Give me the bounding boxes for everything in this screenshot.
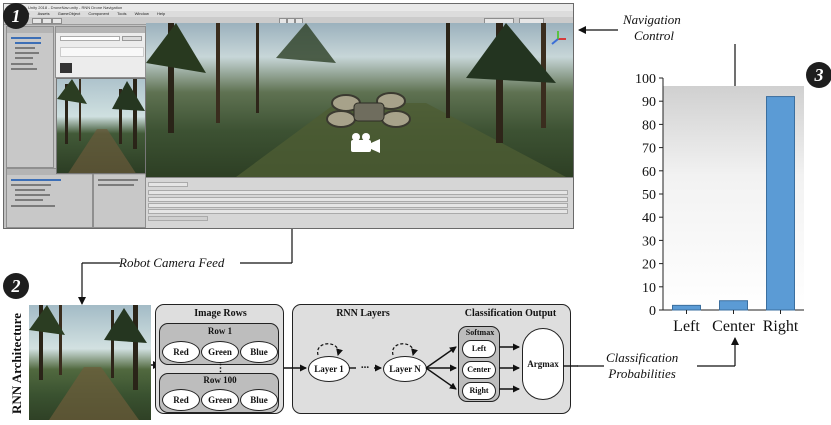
asset-search-input[interactable]	[60, 36, 120, 41]
y-tick-label: 80	[642, 118, 656, 133]
robot-camera-frame	[29, 305, 151, 420]
hand-tool-button[interactable]	[32, 18, 42, 24]
download-button[interactable]	[122, 36, 142, 41]
asset-thumbnail	[60, 63, 72, 73]
softmax-center-node: Center	[462, 361, 496, 379]
rnn-layers-title: RNN Layers	[336, 308, 390, 319]
scale-row	[148, 209, 568, 214]
quadcopter-drone	[326, 92, 411, 128]
inspector-panel	[146, 177, 573, 228]
badge-3: 3	[806, 62, 831, 88]
y-tick-label: 40	[642, 211, 656, 226]
y-tick-label: 20	[642, 258, 656, 273]
y-tick-label: 90	[642, 95, 656, 110]
asset-store-panel	[55, 26, 146, 78]
row-1-green-node: Green	[201, 341, 239, 363]
row-100-red-node: Red	[162, 389, 200, 411]
layer-n-node: Layer N	[383, 356, 427, 382]
softmax-label: Softmax	[465, 328, 495, 337]
image-rows-box: Image Rows Row 1 Red Green Blue ⋮ Row 10…	[155, 304, 284, 414]
x-tick-label-left: Left	[673, 318, 700, 335]
asset-store-tab[interactable]	[56, 27, 145, 33]
classification-output-title: Classification Output	[464, 308, 557, 319]
rows-ellipsis: ⋮	[215, 363, 226, 374]
menu-item-assets[interactable]: Assets	[37, 11, 50, 16]
y-tick-label: 50	[642, 188, 656, 203]
softmax-right-node: Right	[462, 382, 496, 400]
row-100-blue-node: Blue	[240, 389, 278, 411]
layer-1-node: Layer 1	[308, 356, 350, 382]
softmax-left-node: Left	[462, 340, 496, 358]
y-tick-label: 60	[642, 165, 656, 180]
row-100-label: Row 100	[203, 375, 237, 385]
bar-right	[766, 96, 795, 311]
camera-frame-image	[29, 305, 147, 420]
row-1-label: Row 1	[207, 326, 233, 336]
argmax-node: Argmax	[522, 328, 564, 400]
x-tick-label-right: Right	[763, 318, 799, 335]
console-panel	[93, 168, 146, 228]
menu-item-window[interactable]: Window	[134, 11, 149, 16]
scene-forest-render	[146, 23, 566, 177]
layers-ellipsis: ...	[360, 359, 370, 371]
hierarchy-panel	[6, 26, 54, 168]
unity-editor-screenshot: Unity 2018 - DroneNav.unity - RNN Drone …	[3, 3, 574, 229]
robot-camera-feed-label: Robot Camera Feed	[119, 255, 225, 270]
y-tick-label: 30	[642, 234, 656, 249]
hierarchy-tab[interactable]	[7, 27, 53, 33]
inspector-header-row	[148, 190, 568, 195]
menu-item-help[interactable]: Help	[156, 11, 166, 16]
game-view-camera-feed	[56, 78, 146, 174]
menu-item-component[interactable]: Component	[88, 11, 110, 16]
badge-1: 1	[3, 3, 29, 29]
badge-2: 2	[3, 273, 29, 299]
navigation-control-label: Navigation Control	[623, 12, 681, 43]
row-1-group: Row 1 Red Green Blue	[159, 323, 279, 365]
scene-axis-gizmo-icon[interactable]	[551, 31, 566, 45]
editor-title-bar: Unity 2018 - DroneNav.unity - RNN Drone …	[4, 4, 573, 11]
transform-row	[148, 197, 568, 202]
image-rows-title: Image Rows	[194, 308, 247, 319]
move-tool-button[interactable]	[42, 18, 52, 24]
project-panel	[6, 168, 93, 228]
row-100-group: Row 100 Red Green Blue	[159, 373, 279, 413]
softmax-group: Softmax Left Center Right	[458, 326, 500, 402]
inspector-tab[interactable]	[148, 182, 188, 187]
asset-list	[60, 47, 144, 57]
row-1-blue-node: Blue	[240, 341, 278, 363]
forest-path-image	[57, 79, 145, 173]
y-tick-label: 10	[642, 281, 656, 296]
camera-gizmo-icon	[351, 133, 380, 153]
project-tab[interactable]	[7, 169, 92, 175]
rotate-tool-button[interactable]	[52, 18, 62, 24]
x-tick-label-center: Center	[712, 318, 755, 335]
y-tick-label: 0	[649, 304, 656, 319]
menu-item-tools[interactable]: Tools	[117, 11, 127, 16]
rnn-and-output-box: RNN Layers Classification Output Layer 1…	[292, 304, 571, 414]
menu-item-gameobject[interactable]: GameObject	[57, 11, 81, 16]
classification-probabilities-label: Classification Probabilities	[606, 350, 679, 381]
row-100-green-node: Green	[201, 389, 239, 411]
row-1-red-node: Red	[162, 341, 200, 363]
scene-view[interactable]	[146, 23, 573, 177]
component-toolbar[interactable]	[148, 216, 208, 221]
y-tick-label: 100	[635, 72, 656, 87]
y-tick-label: 70	[642, 142, 656, 157]
rotation-row	[148, 203, 568, 208]
